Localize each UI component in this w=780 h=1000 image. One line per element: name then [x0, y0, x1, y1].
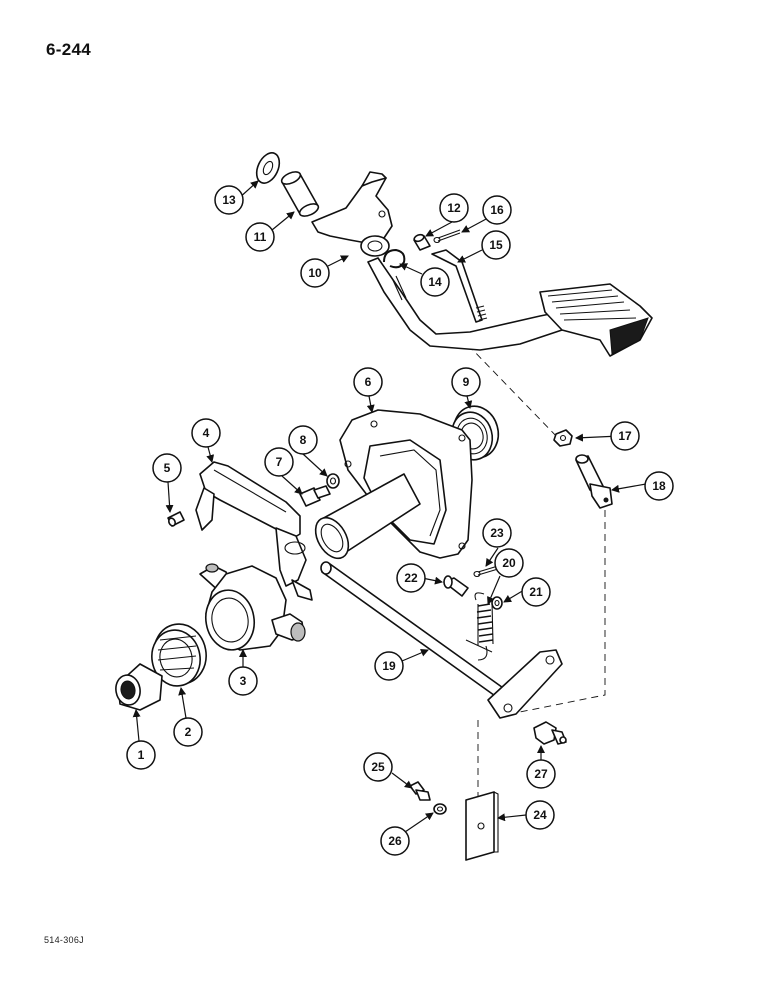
svg-text:6: 6 [365, 375, 372, 389]
callout-24: 24 [525, 800, 555, 830]
cotter-pin-23 [473, 565, 499, 578]
callout-25: 25 [363, 752, 393, 782]
callout-11: 11 [245, 222, 275, 252]
callout-6: 6 [353, 367, 383, 397]
bushing-11 [280, 171, 320, 217]
callout-13: 13 [214, 185, 244, 215]
svg-text:11: 11 [254, 230, 267, 244]
callout-5: 5 [152, 453, 182, 483]
nut-17 [553, 429, 573, 447]
clip-14 [383, 248, 406, 269]
svg-text:27: 27 [534, 767, 548, 781]
bolt-25 [409, 781, 431, 801]
washer-26 [433, 803, 447, 815]
washer-8 [326, 473, 340, 489]
svg-text:8: 8 [300, 433, 307, 447]
svg-text:10: 10 [308, 266, 322, 280]
plate-24 [465, 791, 499, 861]
svg-text:24: 24 [533, 808, 547, 822]
rod-to-clevis-line [467, 344, 561, 441]
rod-15 [431, 249, 488, 323]
release-fork-4 [195, 461, 313, 601]
svg-text:19: 19 [382, 659, 396, 673]
bearing-carrier-3 [199, 563, 306, 651]
svg-text:25: 25 [371, 760, 385, 774]
callout-17: 17 [610, 421, 640, 451]
callout-12: 12 [439, 193, 469, 223]
callout-9: 9 [451, 367, 481, 397]
washer-13 [255, 152, 281, 184]
clutch-pedal-10 [311, 171, 653, 357]
callout-20: 20 [494, 548, 524, 578]
callout-27: 27 [526, 759, 556, 789]
callout-4: 4 [191, 418, 221, 448]
svg-text:21: 21 [529, 585, 543, 599]
washer-21 [491, 596, 503, 610]
svg-text:20: 20 [502, 556, 516, 570]
svg-text:3: 3 [240, 674, 247, 688]
svg-text:18: 18 [652, 479, 666, 493]
callout-7: 7 [264, 447, 294, 477]
svg-text:1: 1 [138, 748, 145, 762]
cotter-pin-16 [433, 229, 461, 244]
svg-text:13: 13 [222, 193, 236, 207]
pin-5 [167, 511, 185, 527]
callout-14: 14 [420, 267, 450, 297]
callout-21: 21 [521, 577, 551, 607]
callout-16: 16 [482, 195, 512, 225]
spring-20 [474, 592, 494, 661]
clevis-to-arm-line [519, 510, 606, 713]
figure-reference: 514-306J [44, 935, 84, 945]
svg-text:9: 9 [463, 375, 470, 389]
grease-fitting-27 [533, 721, 567, 745]
callout-19: 19 [374, 651, 404, 681]
callout-1: 1 [126, 740, 156, 770]
svg-text:2: 2 [185, 725, 192, 739]
callout-18: 18 [644, 471, 674, 501]
callout-3: 3 [228, 666, 258, 696]
callout-8: 8 [288, 425, 318, 455]
page-number: 6-244 [46, 40, 91, 59]
svg-text:23: 23 [490, 526, 504, 540]
cross-shaft-19 [320, 561, 563, 719]
callout-26: 26 [380, 826, 410, 856]
svg-text:26: 26 [388, 834, 402, 848]
callout-2: 2 [173, 717, 203, 747]
svg-text:12: 12 [447, 201, 461, 215]
spacer-12 [413, 233, 431, 251]
callout-22: 22 [396, 563, 426, 593]
svg-text:22: 22 [404, 571, 418, 585]
svg-text:7: 7 [276, 455, 283, 469]
callout-15: 15 [481, 230, 511, 260]
clevis-18 [575, 454, 613, 509]
pin-22 [443, 575, 469, 597]
svg-text:14: 14 [428, 275, 442, 289]
release-housing-6 [314, 409, 473, 560]
svg-text:15: 15 [489, 238, 503, 252]
callout-23: 23 [482, 518, 512, 548]
svg-text:17: 17 [618, 429, 632, 443]
svg-text:5: 5 [164, 461, 171, 475]
svg-text:4: 4 [203, 426, 210, 440]
release-bearing-1 [115, 663, 163, 711]
callout-10: 10 [300, 258, 330, 288]
bearing-ring-2 [151, 623, 207, 687]
svg-text:16: 16 [490, 203, 504, 217]
bolt-7 [299, 485, 331, 507]
